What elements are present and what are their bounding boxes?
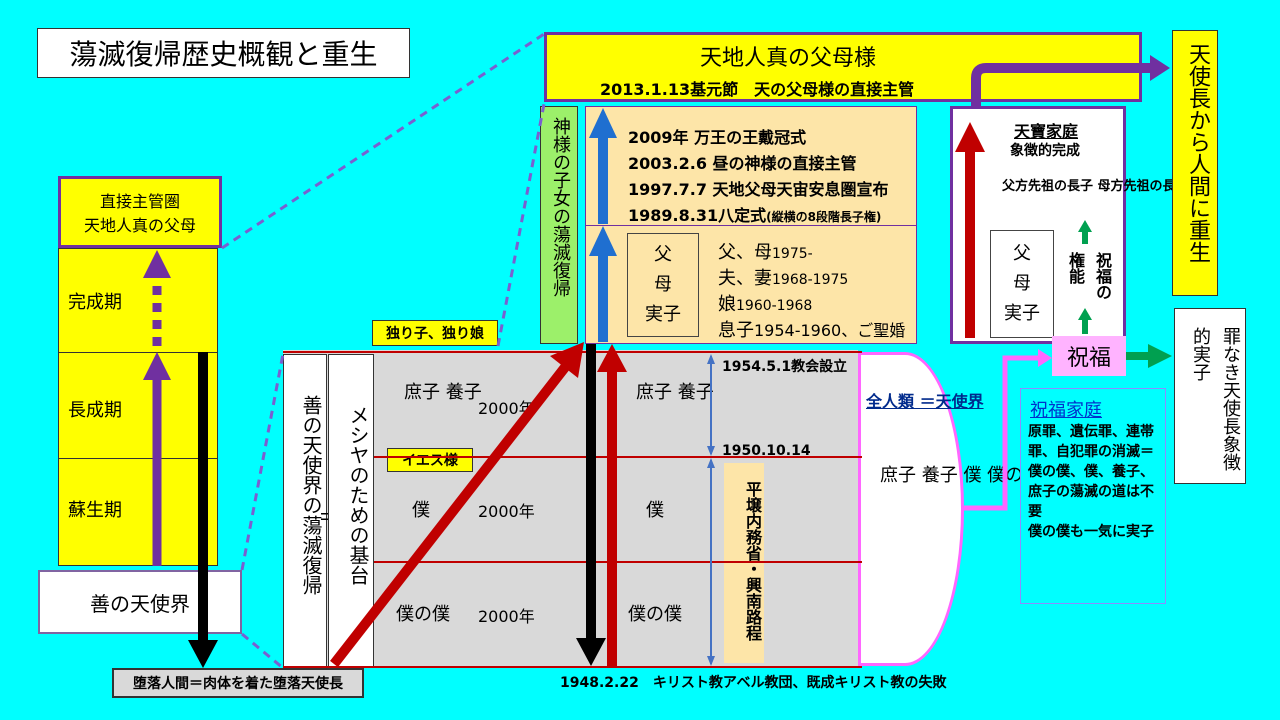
stage-chousei: 長成期 — [68, 400, 122, 421]
rebirth-box: 天使長から人間に重生 — [1172, 30, 1218, 296]
children-indemnity-vertical: 神様の子女の蕩滅復帰 — [540, 106, 578, 344]
dashed-connector — [240, 353, 285, 571]
stage-divider — [58, 458, 218, 459]
all-mankind-box — [858, 352, 964, 666]
row1-left: 庶子 養子 — [404, 382, 482, 403]
fumoshi-box: 父 母 実子 — [627, 233, 699, 337]
only-son-label: 独り子、独り娘 — [372, 320, 498, 346]
rebirth-elbow-head — [1150, 55, 1170, 81]
row1-right: 庶子 養子 — [636, 382, 714, 403]
fubo-label: 父、母 — [718, 242, 772, 263]
stage-divider — [58, 352, 218, 353]
sinless-box: 罪なき天使長象徴的実子 — [1174, 308, 1246, 484]
row3-left: 僕の僕 — [396, 604, 450, 625]
blessed-family-text: 原罪、遺伝罪、連帯罪、自犯罪の消滅＝僕の僕、僕、養子、庶子の蕩滅の道は不要 僕の… — [1028, 424, 1154, 540]
fallen-humans-box: 堕落人間＝肉体を着た堕落天使長 — [112, 668, 364, 698]
fubo-line: 父、母1975- — [718, 238, 813, 264]
messiah-foundation: メシヤのための基台 — [328, 354, 374, 668]
dashed-connector — [496, 103, 546, 347]
row2-left: 僕 — [412, 500, 430, 521]
fubo-year: 1975- — [772, 246, 813, 262]
event-1989-text: 1989.8.31八定式 — [628, 206, 767, 225]
stage-kansei: 完成期 — [68, 292, 122, 313]
foundation-day: 2013.1.13基元節 天の父母様の直接主管 — [600, 80, 915, 99]
row2-year: 2000年 — [478, 502, 535, 521]
event-1997: 1997.7.7 天地父母天宙安息圏宣布 — [628, 180, 889, 199]
musume-year: 1960-1968 — [736, 298, 813, 314]
row3-right: 僕の僕 — [628, 604, 682, 625]
growth-stages — [58, 248, 218, 566]
fusai-year: 1968-1975 — [772, 272, 849, 288]
dashed-connector — [241, 632, 284, 670]
events-divider — [585, 225, 917, 226]
all-mankind-title: 全人類 ＝天使界 — [866, 392, 984, 411]
good-angels-box: 善の天使界 — [38, 570, 242, 634]
event-1989-suffix: (縦横の8段階長子権) — [766, 210, 882, 224]
row3-year: 2000年 — [478, 607, 535, 626]
musume-label: 娘 — [718, 294, 736, 315]
date-1948: 1948.2.22 キリスト教アベル教団、既成キリスト教の失敗 — [560, 675, 947, 691]
musuko-year: 1954-1960、ご聖婚 — [754, 321, 906, 340]
stage-sosei: 蘇生期 — [68, 500, 122, 521]
kenno-label: 権能 — [1066, 252, 1085, 284]
true-parents-title: 天地人真の父母様 — [700, 46, 877, 71]
cheon-bo-sub: 象徴的完成 — [1010, 143, 1080, 159]
direct-dominion-box: 直接主管圏 天地人真の父母 — [58, 176, 222, 248]
fusai-label: 夫、妻 — [718, 268, 772, 289]
blessed-family-box — [1020, 388, 1166, 604]
cheon-bo-title: 天寶家庭 — [1014, 122, 1079, 141]
fall-arrow-head — [188, 640, 218, 668]
date-1950: 1950.10.14 — [722, 443, 811, 459]
blessed-family-title: 祝福家庭 — [1030, 400, 1102, 421]
all-mankind-list: 庶子 養子 僕 僕の僕 — [880, 465, 1042, 486]
date-1954: 1954.5.1教会設立 — [722, 359, 848, 375]
mankind-to-blessing-head — [1038, 349, 1052, 367]
blessing-box: 祝福 — [1052, 336, 1126, 376]
page-title: 蕩滅復帰歴史概観と重生 — [37, 28, 410, 78]
event-1989: 1989.8.31八定式(縦横の8段階長子権) — [628, 202, 881, 226]
row2-right: 僕 — [646, 500, 664, 521]
jesus-label: イエス様 — [387, 448, 473, 472]
musuko-line: 息子1954-1960、ご聖婚 — [718, 316, 905, 342]
pyongyang-course: 平壌内務省・興南路程 — [724, 463, 764, 663]
event-2003: 2003.2.6 昼の神様の直接主管 — [628, 154, 857, 173]
musume-line: 娘1960-1968 — [718, 290, 812, 316]
musuko-label: 息子 — [718, 320, 754, 341]
ancestors-text: 父方先祖の長子 母方先祖の長子 — [1002, 179, 1189, 194]
event-2009: 2009年 万王の王戴冠式 — [628, 128, 807, 147]
blessing-of-label: 祝福の — [1093, 252, 1112, 300]
row1-year: 2000年 — [478, 399, 535, 418]
right-fumoshi-box: 父 母 実子 — [990, 230, 1054, 338]
blessing-to-sinless-head — [1148, 344, 1172, 368]
fusai-line: 夫、妻1968-1975 — [718, 264, 848, 290]
